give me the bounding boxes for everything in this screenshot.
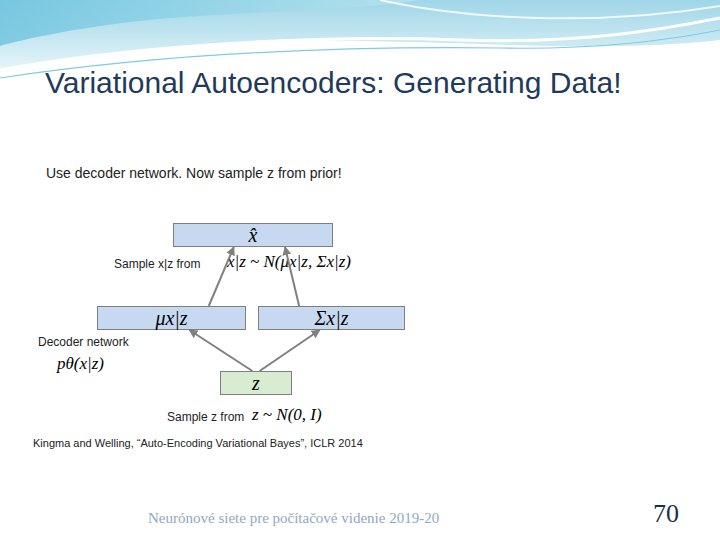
annotation-text: Sample x|z from <box>114 258 200 271</box>
slide-number: 70 <box>653 500 679 529</box>
footer-text: Neurónové siete pre počítačové videnie 2… <box>148 510 439 527</box>
mean-box: μx|z <box>97 306 246 330</box>
math-formula: pθ(x|z) <box>57 355 104 374</box>
math-formula: x|z ~ N(μx|z, Σx|z) <box>227 253 351 272</box>
slide-title: Variational Autoencoders: Generating Dat… <box>45 66 621 100</box>
arrow-connector <box>260 330 320 371</box>
node-label: x̂ <box>249 225 258 245</box>
header-band <box>0 0 720 72</box>
node-label: μx|z <box>155 308 187 328</box>
instruction-text: Use decoder network. Now sample z from p… <box>46 166 342 181</box>
latent-box: z <box>220 371 292 395</box>
header-swoosh-line <box>0 18 720 70</box>
annotation-text: Sample z from <box>167 411 244 424</box>
math-formula: z ~ N(0, I) <box>252 406 322 425</box>
arrow-connector <box>189 330 252 371</box>
citation-text: Kingma and Welling, “Auto-Encoding Varia… <box>33 437 363 449</box>
arrow-connector <box>209 247 234 306</box>
annotation-text: Decoder network <box>38 336 129 349</box>
node-label: z <box>252 373 260 393</box>
header-swoosh-line <box>380 0 720 18</box>
node-label: Σx|z <box>314 308 348 328</box>
output-box: x̂ <box>173 223 333 247</box>
arrow-connector <box>285 247 299 306</box>
covariance-box: Σx|z <box>258 306 405 330</box>
